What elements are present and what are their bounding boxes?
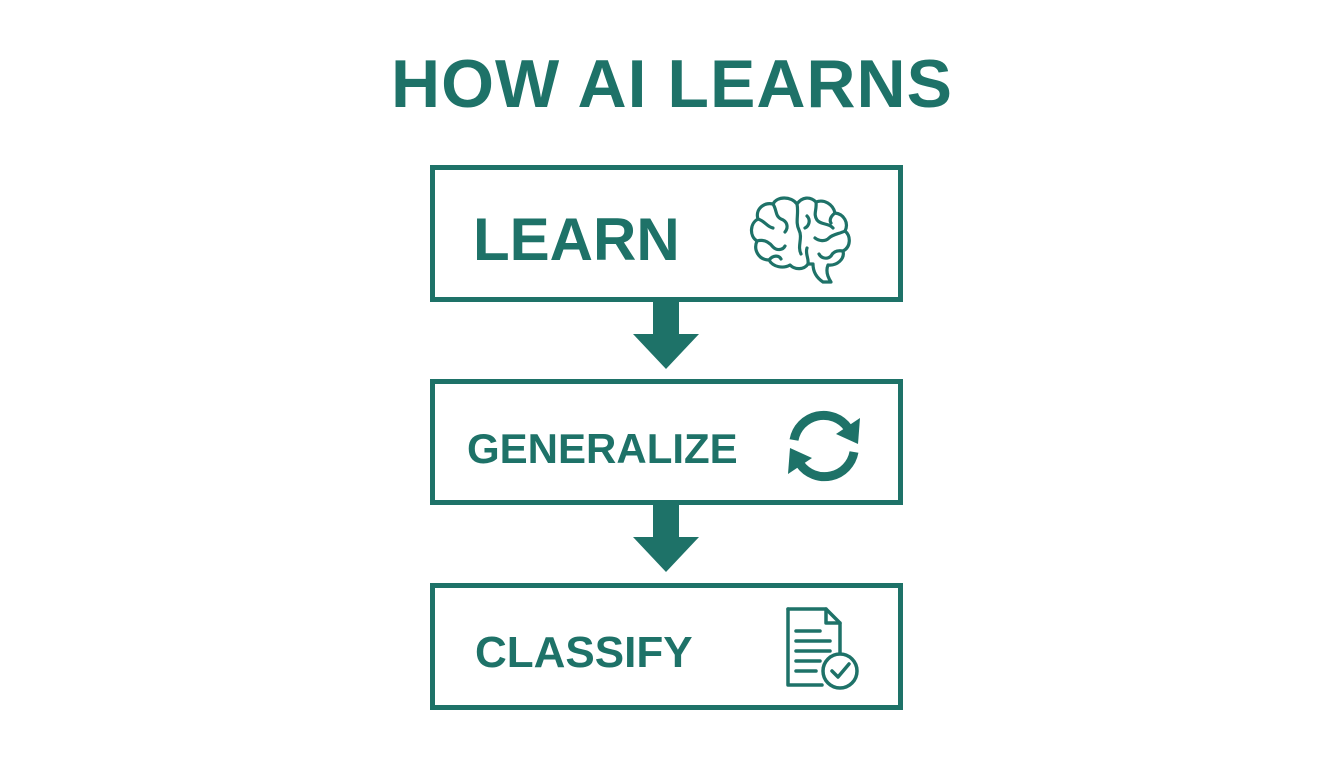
arrow-down-icon bbox=[633, 505, 699, 572]
step-generalize-box: GENERALIZE bbox=[430, 379, 903, 505]
step-learn-label: LEARN bbox=[473, 206, 680, 273]
refresh-cycle-icon bbox=[788, 410, 860, 482]
step-learn-box: LEARN bbox=[430, 165, 903, 302]
step-classify-box: CLASSIFY bbox=[430, 583, 903, 710]
document-check-icon bbox=[786, 607, 859, 690]
step-classify-label: CLASSIFY bbox=[475, 628, 693, 677]
step-generalize-label: GENERALIZE bbox=[467, 425, 738, 472]
page-title: HOW AI LEARNS bbox=[390, 46, 953, 122]
brain-icon bbox=[749, 196, 851, 284]
arrow-down-icon bbox=[633, 302, 699, 369]
